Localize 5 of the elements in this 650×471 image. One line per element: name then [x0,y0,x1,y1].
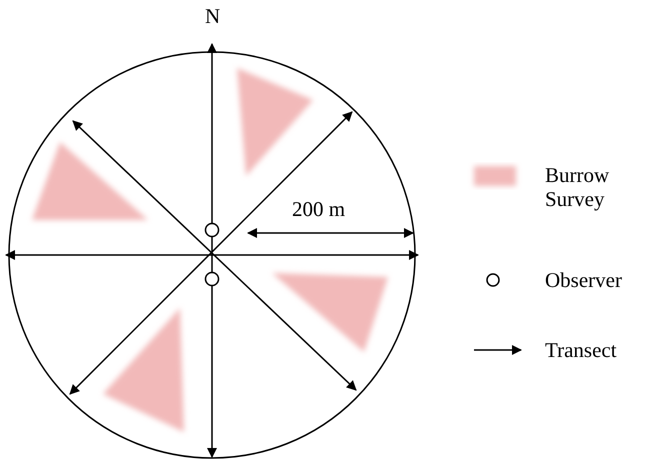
north-label: N [205,4,220,28]
legend-label: Transect [545,338,618,362]
distance-label: 200 m [292,197,346,221]
legend-label: Observer [545,268,623,292]
legend-label: Burrow Survey [545,163,610,211]
